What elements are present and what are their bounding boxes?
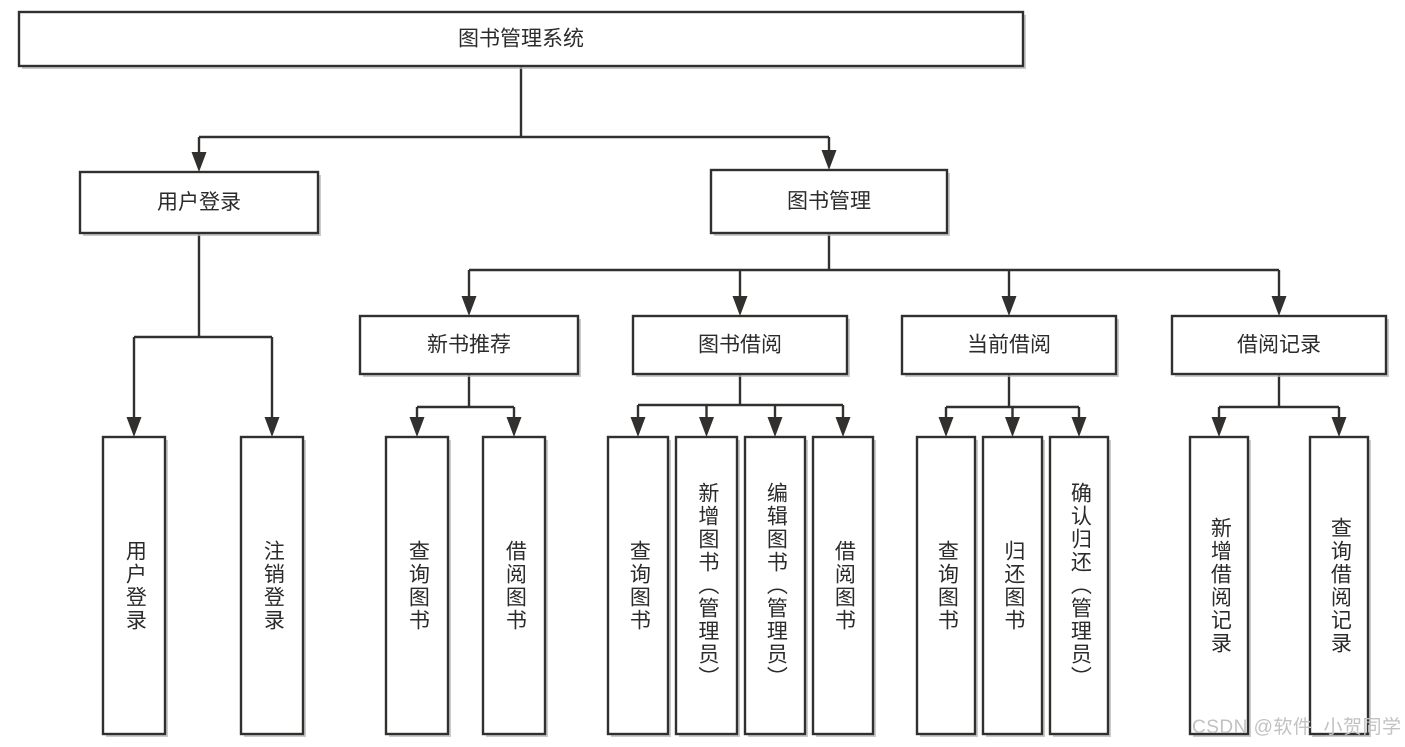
new-book-recommend-to-leaves-branch-1-head bbox=[506, 417, 522, 437]
node-book-borrow[interactable] bbox=[631, 314, 849, 376]
node-borrow-record-label: 借阅记录 bbox=[1237, 334, 1321, 357]
node-leaf-user-logout[interactable] bbox=[239, 435, 305, 736]
borrow-record-to-leaves-branch-0-head bbox=[1211, 417, 1227, 437]
node-user-login[interactable] bbox=[78, 170, 320, 235]
node-leaf-query-record[interactable] bbox=[1308, 435, 1370, 736]
node-book-borrow-label: 图书借阅 bbox=[698, 334, 782, 357]
node-leaf-return-book[interactable] bbox=[981, 435, 1044, 736]
node-leaf-borrow-book[interactable] bbox=[811, 435, 875, 736]
new-book-recommend-to-leaves-branch-0-head bbox=[409, 417, 425, 437]
node-leaf-confirm-return[interactable] bbox=[1048, 435, 1110, 736]
book-borrow-to-leaves-branch-1-head bbox=[699, 417, 714, 437]
node-current-borrow-label: 当前借阅 bbox=[967, 334, 1051, 357]
book-manage-to-level2-branch-0-head bbox=[461, 296, 477, 316]
root-to-level1-branch-0-head bbox=[191, 152, 207, 172]
node-borrow-record[interactable] bbox=[1170, 314, 1388, 376]
borrow-record-to-leaves-branch-1-head bbox=[1331, 417, 1347, 437]
book-borrow-to-leaves-branch-3-head bbox=[835, 417, 851, 437]
book-borrow-to-leaves-branch-2-head bbox=[767, 417, 783, 437]
node-leaf-user-login[interactable] bbox=[101, 435, 167, 736]
node-leaf-edit-book[interactable] bbox=[743, 435, 807, 736]
book-manage-to-level2-branch-2-head bbox=[1001, 296, 1017, 316]
node-leaf-query-book-new[interactable] bbox=[384, 435, 450, 736]
node-new-book-recommend[interactable] bbox=[358, 314, 580, 376]
node-current-borrow[interactable] bbox=[900, 314, 1118, 376]
node-book-manage[interactable] bbox=[709, 168, 949, 235]
node-root-system[interactable] bbox=[17, 10, 1025, 68]
node-leaf-add-book[interactable] bbox=[674, 435, 739, 736]
user-login-to-leaves-branch-0-head bbox=[126, 417, 142, 437]
node-user-login-label: 用户登录 bbox=[157, 191, 241, 214]
node-leaf-query-book-borrow[interactable] bbox=[606, 435, 670, 736]
node-root-system-label: 图书管理系统 bbox=[458, 28, 584, 51]
node-leaf-query-book-current[interactable] bbox=[915, 435, 977, 736]
book-manage-to-level2-branch-3-head bbox=[1271, 296, 1287, 316]
book-manage-to-level2-branch-1-head bbox=[732, 296, 748, 316]
current-borrow-to-leaves-branch-2-head bbox=[1071, 417, 1087, 437]
book-borrow-to-leaves-branch-0-head bbox=[630, 417, 646, 437]
user-login-to-leaves-branch-1-head bbox=[264, 417, 280, 437]
node-book-manage-label: 图书管理 bbox=[787, 190, 871, 213]
connectors-layer bbox=[126, 66, 1347, 437]
node-leaf-add-record[interactable] bbox=[1188, 435, 1250, 736]
root-to-level1-branch-1-head bbox=[821, 150, 837, 170]
node-new-book-recommend-label: 新书推荐 bbox=[427, 334, 511, 357]
node-leaf-borrow-book-new[interactable] bbox=[481, 435, 547, 736]
current-borrow-to-leaves-branch-0-head bbox=[938, 417, 954, 437]
current-borrow-to-leaves-branch-1-head bbox=[1005, 417, 1020, 437]
